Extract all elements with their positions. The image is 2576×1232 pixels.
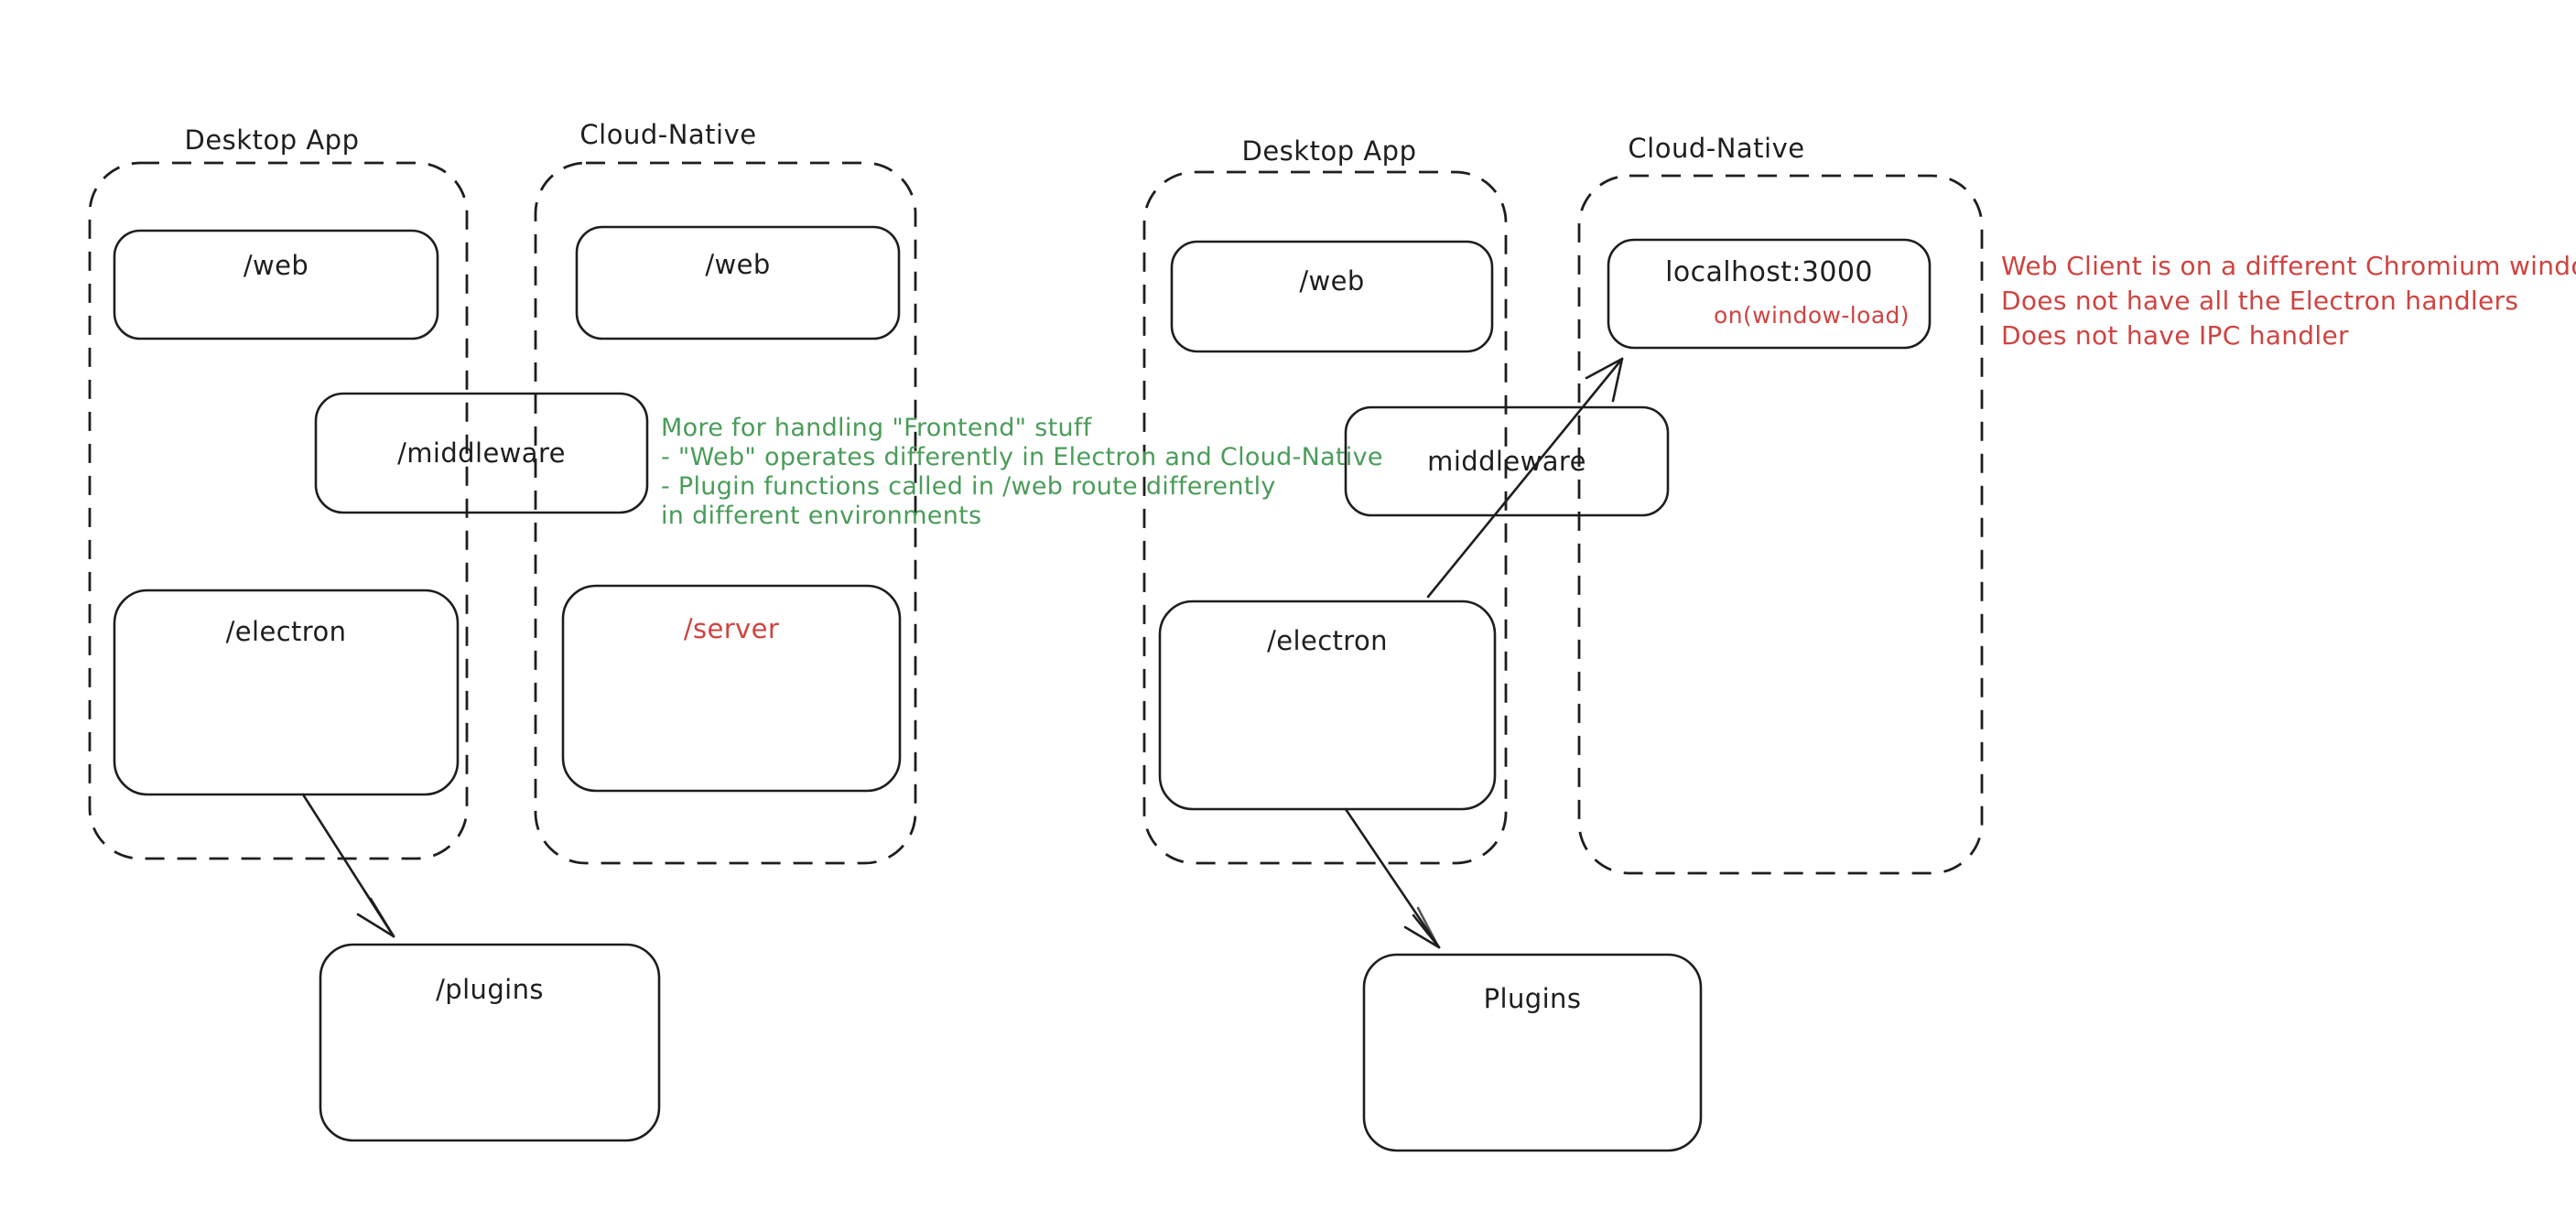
left-desktop-web-box[interactable] [113,229,439,340]
frontend-note-line: More for handling "Frontend" stuff [661,414,1092,442]
right-desktop-app-container[interactable] [1142,170,1508,865]
left-middleware-box[interactable] [314,392,649,514]
left-desktop-app-title[interactable]: Desktop App [184,124,360,156]
frontend-note-line: - Plugin functions called in /web route … [661,472,1276,501]
right-middleware-label: middleware [1427,446,1586,477]
frontend-note-line: - "Web" operates differently in Electron… [661,443,1383,471]
right-electron-label: /electron [1267,625,1388,656]
web-client-note-line: Web Client is on a different Chromium wi… [2001,251,2576,281]
localhost-label: localhost:3000 [1665,256,1873,288]
right-cloud-native-container[interactable] [1577,174,1984,875]
left-plugins-box[interactable] [319,943,661,1142]
right-plugins-box[interactable] [1362,953,1703,1152]
left-server-box[interactable] [561,584,902,793]
left-middleware-label: /middleware [397,438,566,469]
left-cloud-web-box[interactable] [575,225,901,340]
left-cloud-native-container[interactable] [534,161,917,865]
window-load-label: on(window-load) [1714,302,1910,329]
left-plugins-label: /plugins [436,974,544,1005]
localhost-box[interactable] [1607,238,1932,350]
right-plugins-label: Plugins [1483,983,1582,1014]
left-desktop-app-container[interactable] [88,161,469,860]
left-desktop-web-label: /web [243,250,309,281]
web-client-note-line: Does not have all the Electron handlers [2001,286,2519,316]
left-electron-label: /electron [225,616,347,647]
right-middleware-box[interactable] [1344,405,1670,517]
left-cloud-web-label: /web [705,249,771,280]
right-electron-to-localhost-arrow[interactable] [1426,357,1624,599]
right-web-label: /web [1299,265,1365,297]
web-client-note-line: Does not have IPC handler [2001,320,2349,351]
right-electron-box[interactable] [1158,600,1497,811]
web-client-note[interactable]: Web Client is on a different Chromium wi… [2001,249,2576,353]
frontend-note[interactable]: More for handling "Frontend" stuff - "We… [661,414,1383,531]
right-desktop-app-title[interactable]: Desktop App [1241,135,1417,167]
left-cloud-native-title[interactable]: Cloud-Native [579,119,757,150]
left-electron-to-plugins-arrow[interactable] [301,793,395,938]
right-web-box[interactable] [1170,240,1494,353]
frontend-note-line: in different environments [661,502,982,530]
left-electron-box[interactable] [113,589,460,796]
left-server-label: /server [683,613,780,644]
right-cloud-native-title[interactable]: Cloud-Native [1628,133,1805,164]
right-electron-to-plugins-arrow[interactable] [1344,807,1441,949]
